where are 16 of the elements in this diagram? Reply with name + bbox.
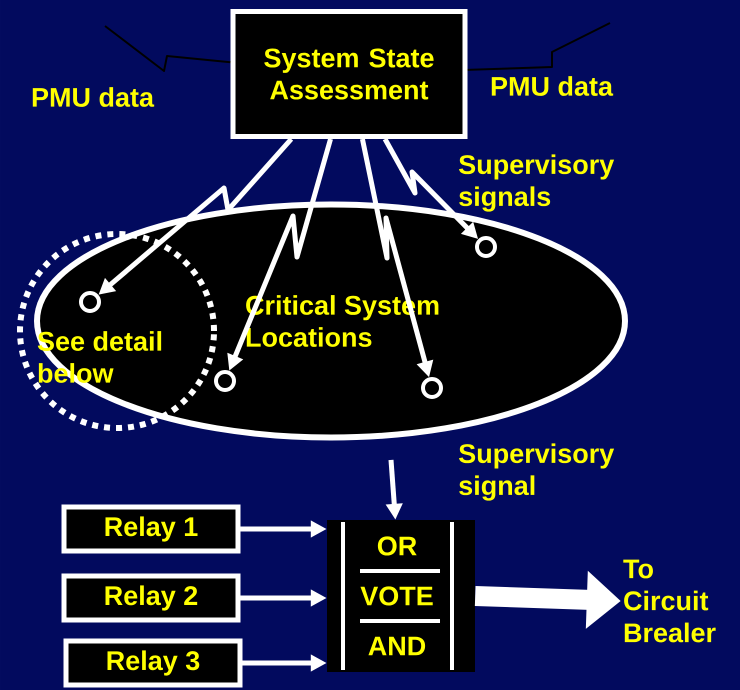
signal-label: PMU data (32, 87, 154, 107)
signal-label: Supervisory signals (458, 154, 614, 212)
relay-box: Relay 1 (62, 504, 240, 554)
process-box: System State Assessment (230, 9, 468, 139)
signal-line (104, 25, 231, 72)
location-circle (79, 291, 101, 313)
location-circle (421, 377, 443, 399)
location-circle (214, 370, 236, 392)
location-circle (475, 236, 497, 258)
signal-label: PMU data (492, 76, 614, 96)
target-text: To Circuit Brealer (623, 560, 716, 642)
signal-label: Supervisory signal (458, 443, 614, 501)
signal-line (467, 22, 610, 71)
relay-box: Relay 3 (64, 638, 242, 688)
vote-box: OR VOTE AND (327, 520, 475, 672)
relay-box: Relay 2 (62, 574, 240, 622)
